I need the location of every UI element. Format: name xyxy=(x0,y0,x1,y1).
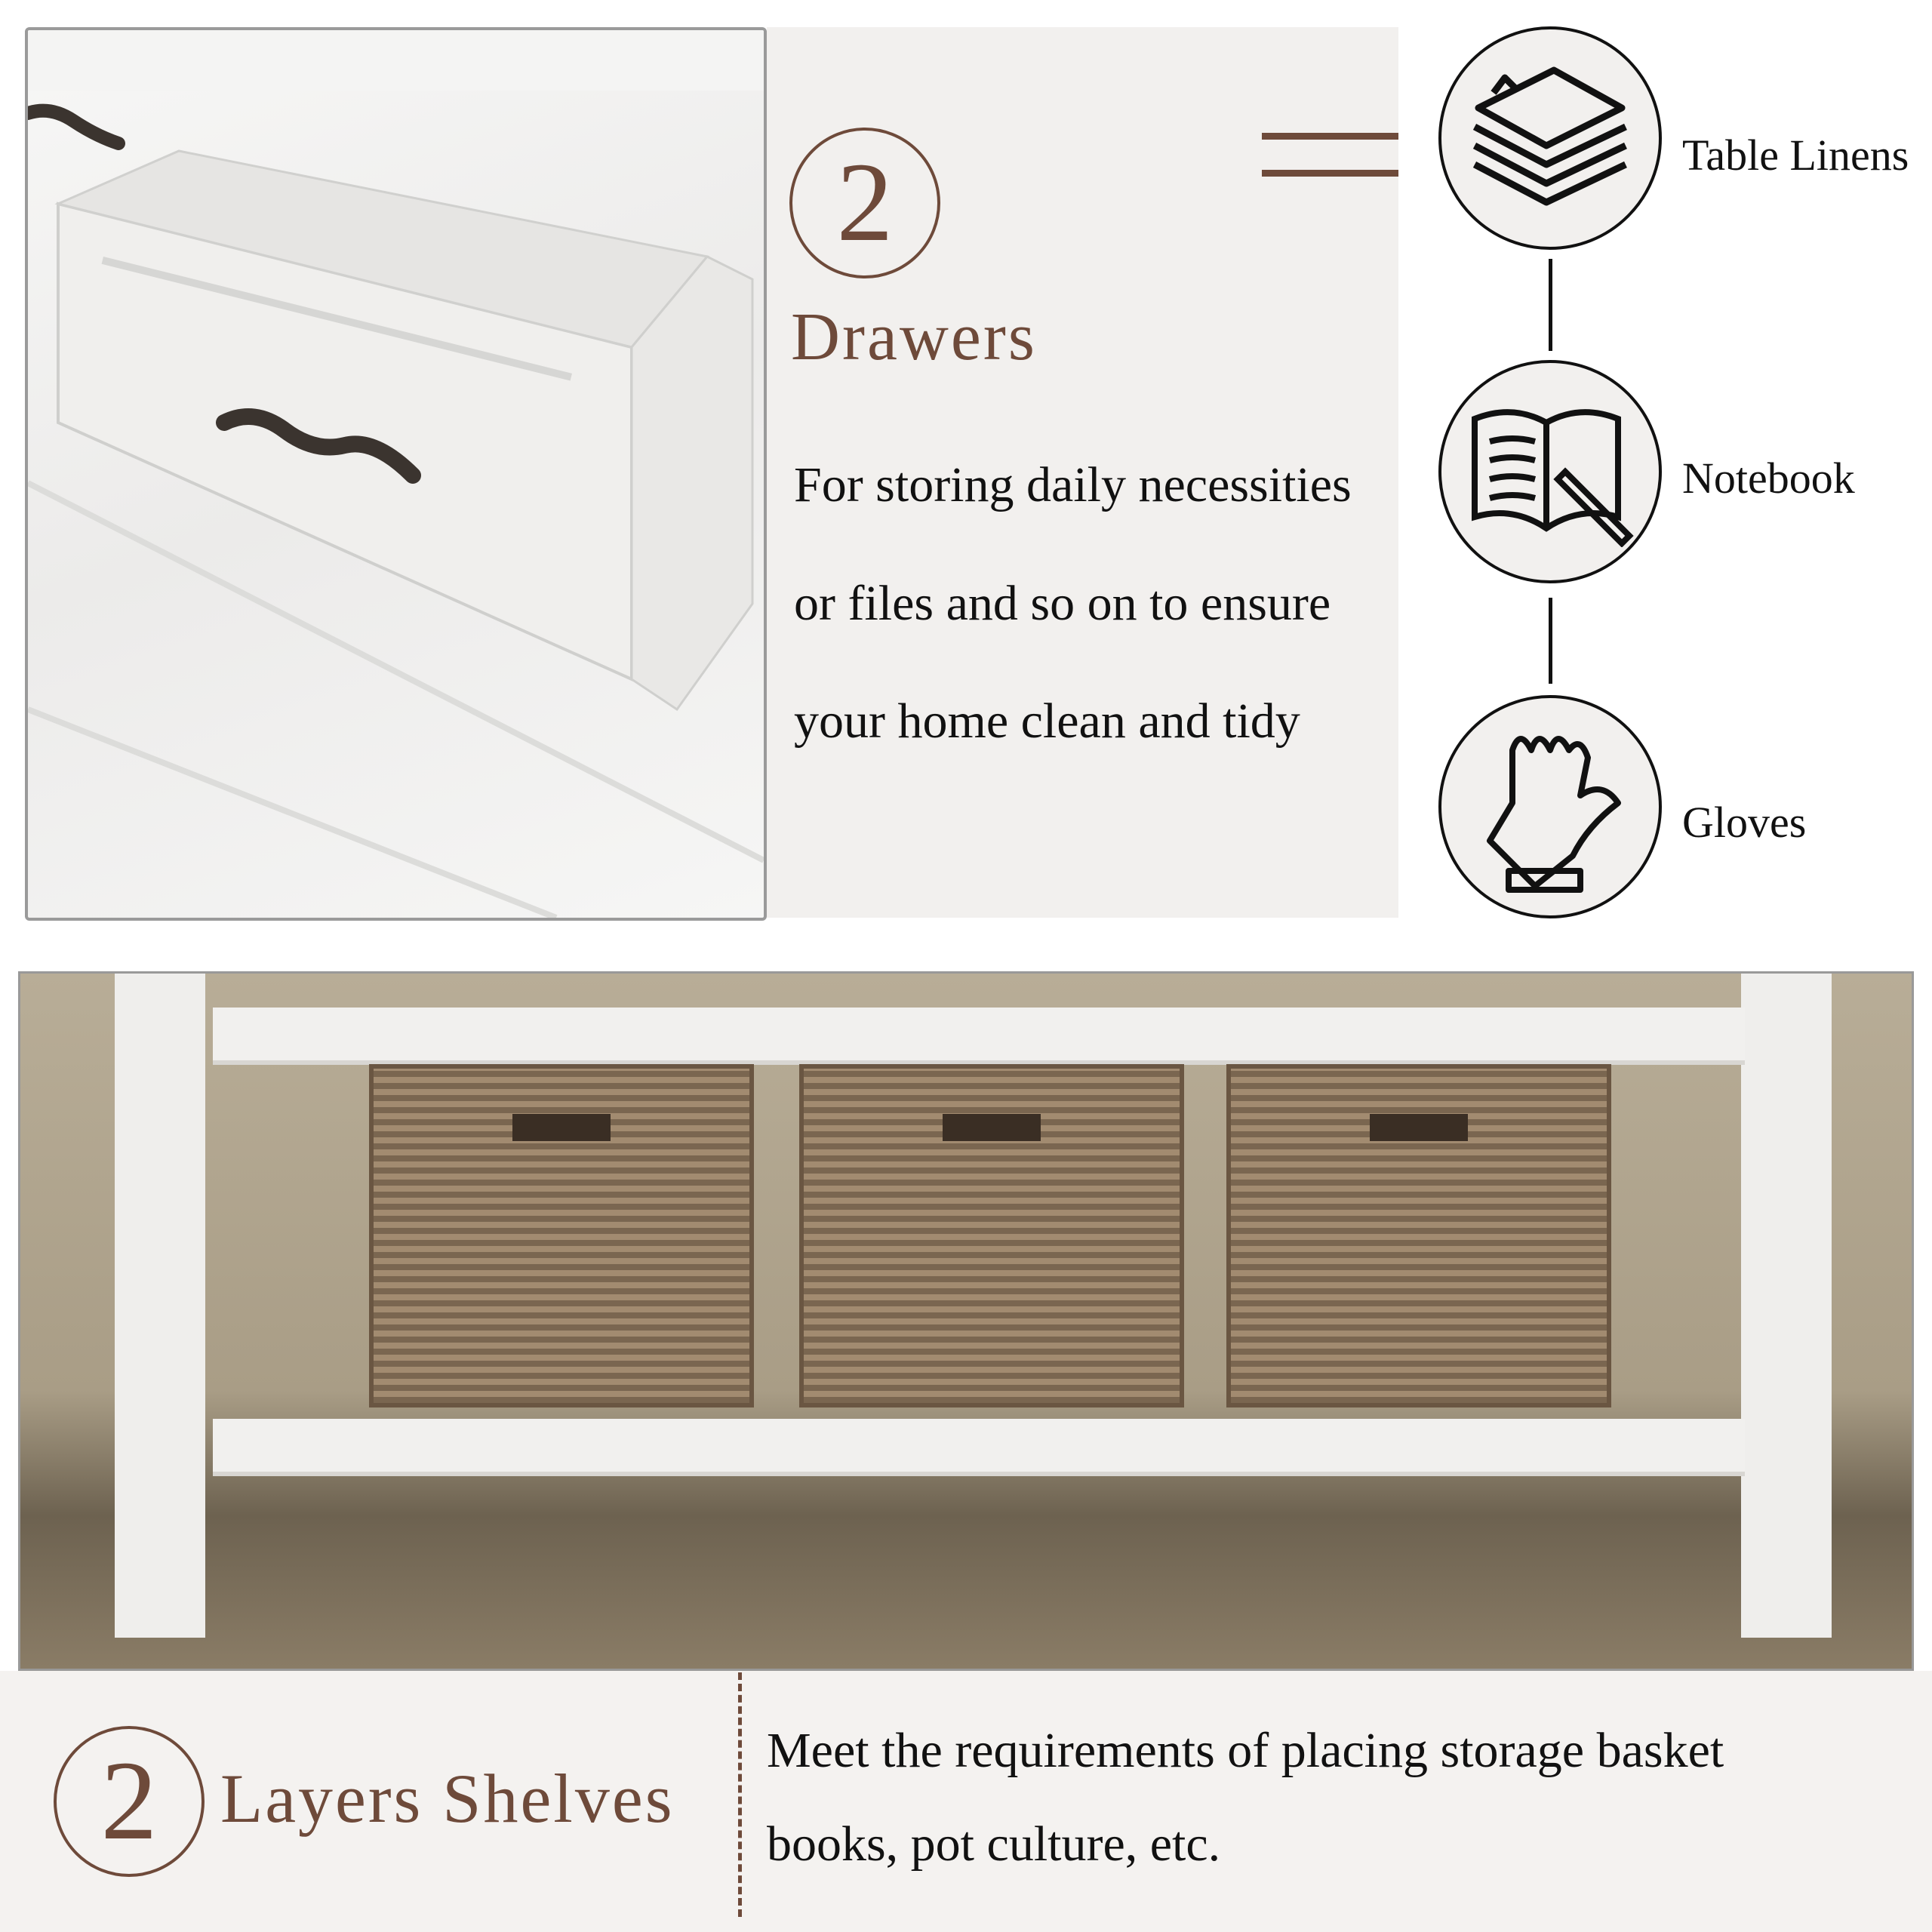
dashed-divider xyxy=(738,1672,742,1917)
drawers-desc-line-2: or files and so on to ensure xyxy=(794,576,1331,631)
shelves-desc-line-2: books, pot culture, etc. xyxy=(767,1817,1221,1872)
shelves-number-badge: 2 xyxy=(54,1726,205,1877)
shelves-desc-line-1: Meet the requirements of placing storage… xyxy=(767,1723,1724,1778)
label-gloves: Gloves xyxy=(1682,798,1807,847)
shelves-title: Layers Shelves xyxy=(220,1760,675,1837)
storage-basket xyxy=(369,1064,754,1407)
gloves-icon xyxy=(1438,695,1662,918)
drawer-illustration xyxy=(28,30,764,918)
drawers-title: Drawers xyxy=(791,300,1037,374)
drawers-desc-line-3: your home clean and tidy xyxy=(794,694,1300,749)
connector-line-1 xyxy=(1549,259,1552,351)
double-line-top xyxy=(1262,133,1398,140)
drawers-number-badge: 2 xyxy=(789,128,940,278)
lower-shelf xyxy=(213,1419,1745,1476)
drawer-photo xyxy=(25,27,767,921)
label-notebook: Notebook xyxy=(1682,454,1855,503)
drawers-desc-line-1: For storing daily necessities xyxy=(794,457,1352,512)
table-linens-icon xyxy=(1438,26,1662,250)
notebook-icon xyxy=(1438,360,1662,583)
shelves-photo xyxy=(18,971,1914,1671)
table-leg-left xyxy=(115,974,205,1638)
double-line-bottom xyxy=(1262,170,1398,177)
table-leg-right xyxy=(1741,974,1832,1638)
connector-line-2 xyxy=(1549,598,1552,684)
upper-shelf xyxy=(213,1008,1745,1065)
storage-basket xyxy=(1226,1064,1611,1407)
shelves-info-band xyxy=(0,1671,1932,1932)
label-table-linens: Table Linens xyxy=(1682,131,1909,180)
storage-basket xyxy=(799,1064,1184,1407)
